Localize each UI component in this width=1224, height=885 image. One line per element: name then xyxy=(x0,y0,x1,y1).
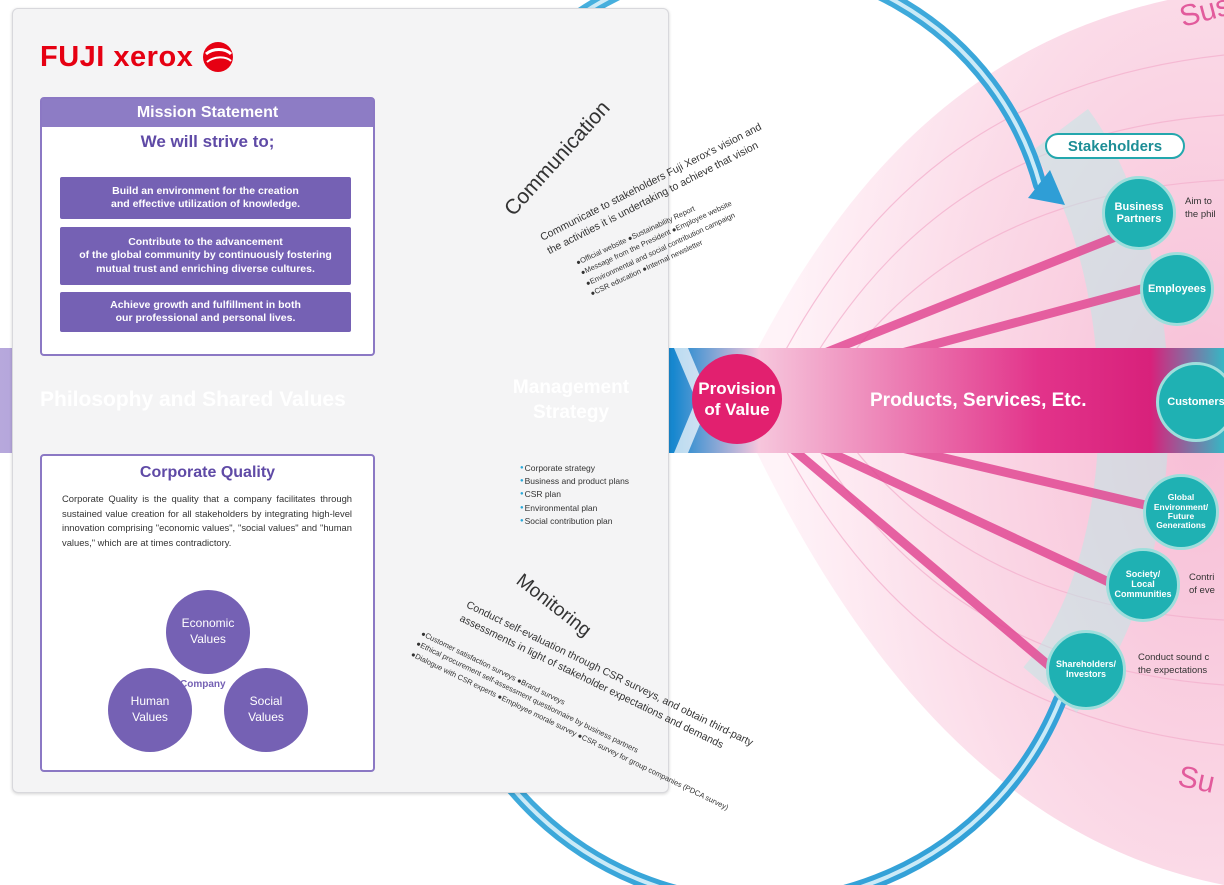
human-values-line: Values xyxy=(132,710,168,724)
provision-line: Provision xyxy=(698,378,776,398)
management-strategy-label: Management Strategy xyxy=(496,376,646,425)
stakeholder-line: Generations xyxy=(1156,520,1206,531)
brand-name: FUJI xerox xyxy=(40,40,194,73)
strategy-list-item: Social contribution plan xyxy=(520,515,629,528)
note-line: the phil xyxy=(1185,208,1216,220)
stakeholder-employees: Employees xyxy=(1140,252,1214,326)
stakeholder-line: Communities xyxy=(1114,588,1172,599)
provision-line: of Value xyxy=(704,400,770,419)
stakeholder-line: Investors xyxy=(1065,669,1107,679)
management-strategy-line: Management xyxy=(512,377,630,398)
stakeholder-line: Shareholders/ xyxy=(1055,659,1117,670)
mission-item-line: mutual trust and enriching diverse cultu… xyxy=(96,262,315,275)
philosophy-label: Philosophy and Shared Values xyxy=(40,388,346,411)
mission-item-line: of the global community by continuously … xyxy=(79,249,332,262)
strategy-list-item: Business and product plans xyxy=(520,475,629,488)
mission-item-line: Contribute to the advancement xyxy=(128,236,283,249)
note-line: Contri xyxy=(1189,572,1215,583)
company-label: Company xyxy=(180,679,226,690)
sustainability-bottom-label: Su xyxy=(1175,760,1218,800)
note-line: the expectations xyxy=(1138,664,1208,676)
mission-item: Contribute to the advancement of the glo… xyxy=(60,227,351,285)
stakeholder-line: Society/ xyxy=(1125,569,1161,580)
stakeholder-customers: Customers xyxy=(1156,362,1224,442)
products-label: Products, Services, Etc. xyxy=(870,390,1087,411)
mission-item: Build an environment for the creation an… xyxy=(60,177,351,219)
strategy-list: Corporate strategy Business and product … xyxy=(520,462,629,528)
stakeholder-line: Local xyxy=(1131,579,1155,590)
strategy-list-item: CSR plan xyxy=(520,488,629,501)
communication-arrowhead xyxy=(1028,170,1065,205)
corporate-quality-text: Corporate Quality is the quality that a … xyxy=(62,493,352,548)
mission-statement-box: Mission Statement We will strive to; Bui… xyxy=(40,97,375,356)
stakeholder-line: Global xyxy=(1167,492,1195,503)
mission-item-line: Build an environment for the creation xyxy=(112,184,299,197)
stakeholder-line: Business xyxy=(1114,200,1164,213)
stakeholder-shareholders: Shareholders/Investors xyxy=(1046,630,1126,710)
mission-item-line: Achieve growth and fulfillment in both xyxy=(110,298,301,311)
economic-values-line: Economic xyxy=(181,616,235,631)
human-values-line: Human xyxy=(130,694,170,709)
stakeholder-line: Environment/ xyxy=(1153,501,1209,512)
stakeholder-line: Future xyxy=(1167,511,1195,521)
provision-of-value-circle: Provision of Value xyxy=(692,354,782,444)
mission-item-line: and effective utilization of knowledge. xyxy=(110,198,301,210)
stakeholders-label: Stakeholders xyxy=(1045,133,1185,159)
note-line: of eve xyxy=(1189,584,1215,596)
corporate-quality-title: Corporate Quality xyxy=(139,464,276,481)
fuji-xerox-globe-icon xyxy=(203,42,234,72)
note-line: Aim to xyxy=(1185,196,1212,207)
mission-title: Mission Statement xyxy=(42,99,373,127)
social-values-line: Values xyxy=(248,710,284,724)
social-values-line: Social xyxy=(249,694,283,709)
strategy-list-item: Corporate strategy xyxy=(520,462,629,475)
strategy-list-item: Environmental plan xyxy=(520,502,629,515)
brand-logo: FUJI xerox xyxy=(40,40,235,74)
stakeholder-line: Employees xyxy=(1147,282,1207,295)
mission-item: Achieve growth and fulfillment in both o… xyxy=(60,292,351,332)
mission-item-line: our professional and personal lives. xyxy=(115,312,296,324)
stakeholder-line: Customers xyxy=(1167,395,1224,408)
economic-values-line: Values xyxy=(190,632,226,646)
stakeholder-line: Partners xyxy=(1116,213,1162,225)
management-strategy-line: Strategy xyxy=(532,401,610,423)
note-line: Conduct sound c xyxy=(1138,652,1210,663)
mission-subtitle: We will strive to; xyxy=(140,132,275,151)
